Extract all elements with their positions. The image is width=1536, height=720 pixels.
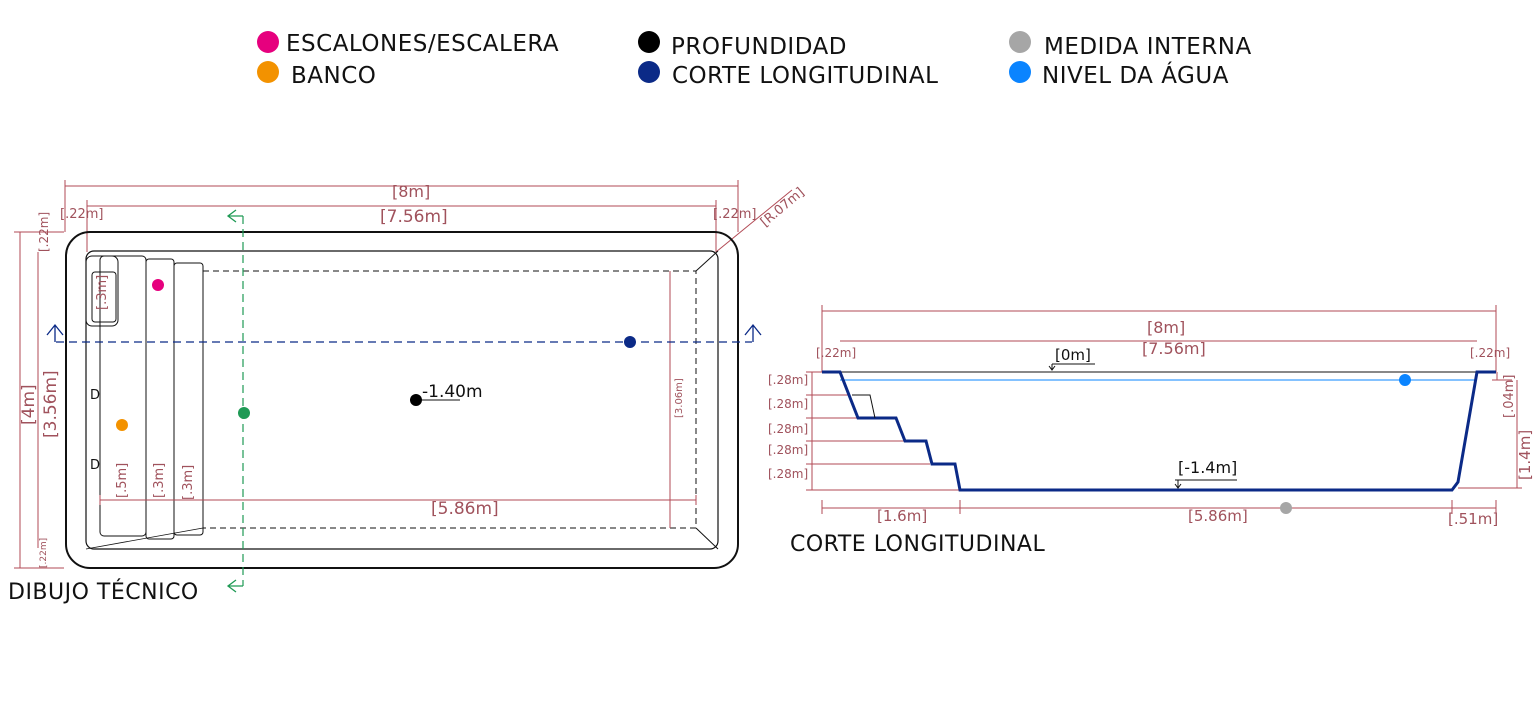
section-edge-right: [.22m] xyxy=(1470,346,1510,360)
section-rise-5: [.28m] xyxy=(768,467,808,481)
legend-label-banco: BANCO xyxy=(291,63,376,89)
plan-step-b: [.5m] xyxy=(115,463,130,498)
section-water-level: [0m] xyxy=(1055,346,1091,364)
plan-edge-right: [.22m] xyxy=(713,207,756,222)
section-floor-length: [5.86m] xyxy=(1188,507,1248,525)
plan-step-a: [.3m] xyxy=(95,275,110,310)
section-floor-level: [-1.4m] xyxy=(1178,458,1237,477)
section-floor-arrow-icon xyxy=(1174,480,1182,489)
legend-label-escalones: ESCALONES/ESCALERA xyxy=(286,31,559,57)
plan-step-d: [.3m] xyxy=(181,465,196,500)
section-rise-1: [.28m] xyxy=(768,373,808,387)
section-marker-medida xyxy=(1280,502,1292,514)
section-title: CORTE LONGITUDINAL xyxy=(790,532,1045,557)
plan-marker-banco xyxy=(116,419,128,431)
plan-edge-top: [.22m] xyxy=(37,212,51,252)
section-pool-profile xyxy=(822,370,1496,492)
section-internal-length: [7.56m] xyxy=(1142,339,1206,358)
legend-dot-nivel xyxy=(1009,61,1031,83)
plan-inner-edge xyxy=(85,250,719,550)
legend-label-medida: MEDIDA INTERNA xyxy=(1044,34,1252,60)
legend: ESCALONES/ESCALERA BANCO PROFUNDIDAD COR… xyxy=(257,31,1252,89)
section-rise-2: [.28m] xyxy=(768,397,808,411)
plan-step-c: [.3m] xyxy=(152,463,167,498)
plan-step-dims: [5.86m] [3.06m] [.3m] [.5m] [.3m] [.3m] xyxy=(95,271,697,528)
plan-marker-escalones xyxy=(152,279,164,291)
legend-dot-banco xyxy=(257,61,279,83)
legend-label-corte: CORTE LONGITUDINAL xyxy=(672,63,938,89)
plan-marker-corte xyxy=(624,336,636,348)
legend-dot-profundidad xyxy=(638,31,660,53)
plan-cut-arrow-right-icon xyxy=(744,323,762,342)
section-view: [8m] [7.56m] [.22m] [.22m] [.28m] [.28m]… xyxy=(768,305,1534,557)
section-right-length: [.51m] xyxy=(1448,510,1498,528)
plan-bench-mark-2: D xyxy=(90,458,100,473)
section-rise-3: [.28m] xyxy=(768,422,808,436)
section-level-arrow-icon xyxy=(1048,364,1056,371)
plan-dimensions: [8m] [7.56m] [.22m] [.22m] [R.07m] [4m] … xyxy=(14,180,808,569)
plan-radius: [R.07m] xyxy=(758,185,808,230)
section-freeboard: [.04m] xyxy=(1502,375,1517,418)
plan-cut-arrow-left-icon xyxy=(46,323,64,342)
plan-floor-width: [3.06m] xyxy=(674,378,685,418)
plan-view: [8m] [7.56m] [.22m] [.22m] [R.07m] [4m] … xyxy=(8,180,807,605)
plan-steps xyxy=(85,255,204,540)
legend-label-nivel: NIVEL DA ÁGUA xyxy=(1042,61,1229,89)
plan-depth-label: -1.40m xyxy=(422,382,483,402)
section-overall-length: [8m] xyxy=(1147,318,1185,337)
plan-floor-length: [5.86m] xyxy=(431,499,499,519)
plan-edge-bottom: [.22m] xyxy=(39,538,49,568)
plan-internal-length: [7.56m] xyxy=(380,207,448,227)
legend-dot-corte xyxy=(638,61,660,83)
section-edge-left: [.22m] xyxy=(816,346,856,360)
section-dimensions: [8m] [7.56m] [.22m] [.22m] [.28m] [.28m]… xyxy=(768,305,1534,528)
legend-dot-medida xyxy=(1009,31,1031,53)
section-total-depth: [1.4m] xyxy=(1516,430,1534,480)
legend-label-profundidad: PROFUNDIDAD xyxy=(671,34,847,60)
plan-bench-mark-1: D xyxy=(90,388,100,403)
section-step-detail xyxy=(852,394,876,419)
section-marker-nivel xyxy=(1399,374,1411,386)
plan-edge-left: [.22m] xyxy=(60,207,103,222)
section-left-length: [1.6m] xyxy=(877,507,927,525)
plan-overall-length: [8m] xyxy=(392,182,430,201)
legend-dot-escalones xyxy=(257,31,279,53)
plan-overall-width: [4m] xyxy=(19,384,39,425)
plan-marker-transverse xyxy=(238,407,250,419)
plan-outer-edge xyxy=(65,231,739,569)
plan-cut-arrow-top-icon xyxy=(226,209,243,223)
plan-internal-width: [3.56m] xyxy=(41,370,61,438)
plan-cut-arrow-bottom-icon xyxy=(226,579,243,593)
plan-marker-profundidad xyxy=(410,394,422,406)
section-rise-4: [.28m] xyxy=(768,443,808,457)
plan-title: DIBUJO TÉCNICO xyxy=(8,579,199,605)
